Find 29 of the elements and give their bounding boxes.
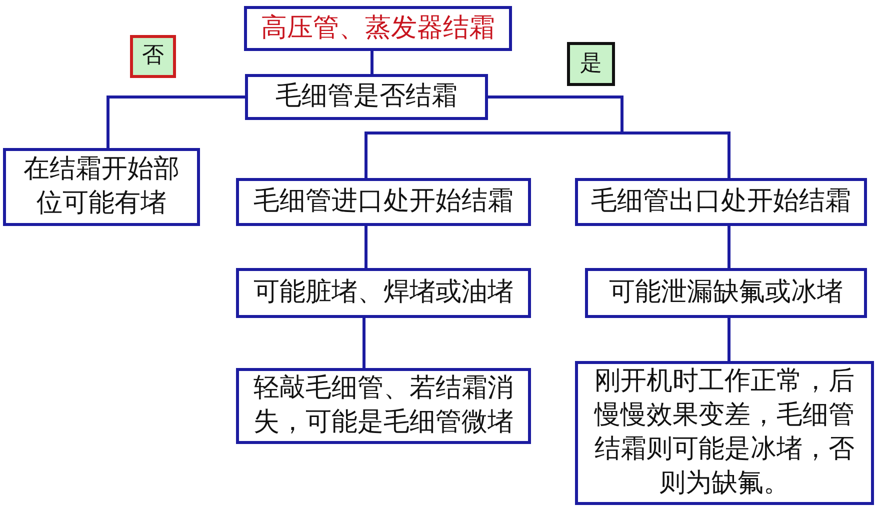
flow-text: 刚开机时工作正常，后慢慢效果变差，毛细管结霜则可能是冰堵，否则为缺氟。 <box>593 365 856 500</box>
connector-line <box>488 96 730 178</box>
diagnosis-box <box>236 178 531 226</box>
flow-text: 可能脏堵、焊堵或油堵 <box>254 276 514 310</box>
flow-text: 可能泄漏缺氟或冰堵 <box>609 276 843 310</box>
diagnosis-box <box>575 361 874 505</box>
answer-tag <box>130 35 176 78</box>
flow-text: 高压管、蒸发器结霜 <box>261 12 495 45</box>
connector-line <box>362 318 366 368</box>
connector-line <box>370 51 374 74</box>
flow-text: 毛细管出口处开始结霜 <box>591 185 851 218</box>
flow-text: 在结霜开始部位可能有堵 <box>22 153 180 220</box>
diagnosis-box <box>236 368 531 444</box>
flow-text: 毛细管进口处开始结霜 <box>254 185 514 218</box>
flow-text: 毛细管是否结霜 <box>276 80 458 114</box>
diagnosis-box <box>236 268 531 318</box>
answer-tag <box>567 42 615 86</box>
answer-text: 是 <box>580 50 602 78</box>
connector-line <box>364 226 368 268</box>
connector-line <box>106 96 245 148</box>
connector-line <box>728 226 730 268</box>
flow-text: 轻敲毛细管、若结霜消失，可能是毛细管微堵 <box>252 372 514 439</box>
question-box <box>245 74 488 120</box>
symptom-box <box>244 6 512 51</box>
connector-line <box>728 318 730 361</box>
diagnosis-box <box>575 178 867 226</box>
diagnosis-box <box>3 148 200 226</box>
diagnosis-box <box>585 268 867 318</box>
answer-text: 否 <box>142 42 164 70</box>
